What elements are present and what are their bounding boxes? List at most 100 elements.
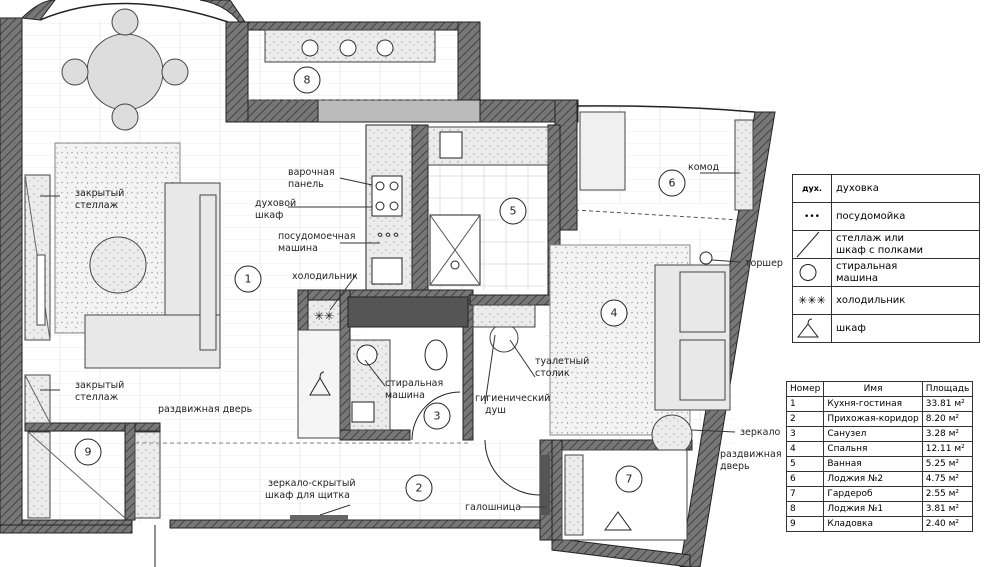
cell-number: 5 xyxy=(785,456,825,472)
cell-number: 8 xyxy=(785,501,825,517)
shower-drain-icon xyxy=(450,260,460,270)
washer-icon xyxy=(356,344,378,366)
cell-number: 7 xyxy=(785,486,825,502)
bay-top-arc xyxy=(39,2,229,23)
tv-unit xyxy=(36,254,46,326)
cell-name: Спальня xyxy=(823,441,923,457)
legend-text: холодильник xyxy=(831,286,980,315)
cell-name: Кладовка xyxy=(823,516,923,532)
label-sliding-door: раздвижная дверь xyxy=(158,404,253,415)
room-number-2 xyxy=(405,474,433,502)
legend-row: шкаф xyxy=(792,314,980,343)
wall-segment xyxy=(411,124,429,296)
hob-icon xyxy=(371,175,403,217)
loggia2-shelf xyxy=(734,119,754,211)
door-swing xyxy=(484,439,541,496)
cell-number: 9 xyxy=(785,516,825,532)
legend-row: дух. духовка xyxy=(792,174,980,203)
room-num-4: 4 xyxy=(611,307,618,320)
cell-name: Лоджия №1 xyxy=(823,501,923,517)
leader-lines xyxy=(40,172,741,516)
room-number-3 xyxy=(423,402,451,430)
label-mirror: зеркало xyxy=(740,427,781,438)
legend-text: духовка xyxy=(831,174,980,203)
wall-segment xyxy=(225,21,249,123)
wall-segment xyxy=(317,99,481,123)
wall-segment xyxy=(479,99,579,123)
loggia2-outer xyxy=(576,105,756,113)
room-num-1: 1 xyxy=(245,273,252,286)
oven-symbol: дух. xyxy=(792,174,832,203)
wall-segment xyxy=(169,519,551,529)
bay-wall-left xyxy=(20,0,56,21)
label-fridge: холодильник xyxy=(292,271,358,282)
dishwasher-icon xyxy=(377,232,399,237)
snowflake-icon: ✳✳✳ xyxy=(792,286,832,315)
hall-wardrobe xyxy=(297,329,341,439)
kitchen-sink-icon xyxy=(371,257,403,285)
legend-row: ••• посудомойка xyxy=(792,202,980,231)
kitchen-counter-dark xyxy=(347,296,469,328)
wall-segment xyxy=(469,294,551,306)
cell-area: 4.75 м² xyxy=(921,471,974,487)
room-number-7 xyxy=(615,465,643,493)
legend-row: ✳✳✳ холодильник xyxy=(792,286,980,315)
room-num-6: 6 xyxy=(669,177,676,190)
outer-wall xyxy=(0,17,23,526)
mirror-cabinet xyxy=(290,515,348,520)
hanger-icon xyxy=(309,371,331,396)
legend-text: шкаф xyxy=(831,314,980,343)
cell-name: Прихожая-коридор xyxy=(823,411,923,427)
wall-segment xyxy=(24,422,161,432)
fridge-box xyxy=(307,299,341,331)
cell-name: Ванная xyxy=(823,456,923,472)
wall-segment xyxy=(0,524,133,534)
shoe-rack xyxy=(540,455,550,515)
bath-sink-icon xyxy=(439,131,463,159)
cell-number: 6 xyxy=(785,471,825,487)
sofa xyxy=(84,182,221,369)
cell-name: Гардероб xyxy=(823,486,923,502)
cell-area: 2.55 м² xyxy=(921,486,974,502)
dining-table xyxy=(61,8,189,131)
legend-text: посудомойка xyxy=(831,202,980,231)
room-num-7: 7 xyxy=(626,473,633,486)
wall-segment xyxy=(551,537,691,567)
bar-stools xyxy=(301,39,394,57)
table-header-row: Номер Имя Площадь xyxy=(785,381,974,397)
wall-segment xyxy=(339,429,411,441)
cell-area: 5.25 м² xyxy=(921,456,974,472)
room-number-4 xyxy=(600,299,628,327)
room-num-3: 3 xyxy=(434,410,441,423)
vanity-table xyxy=(472,304,536,328)
drops-icon: ••• xyxy=(792,202,832,231)
col-header-name: Имя xyxy=(823,381,923,397)
hanger-icon xyxy=(604,511,632,531)
cell-name: Кухня-гостиная xyxy=(823,396,923,412)
cell-name: Лоджия №2 xyxy=(823,471,923,487)
cell-area: 12.11 м² xyxy=(921,441,974,457)
room-number-5 xyxy=(499,197,527,225)
cell-area: 3.81 м² xyxy=(921,501,974,517)
wall-segment xyxy=(247,21,459,31)
room-number-1 xyxy=(234,265,262,293)
round-rug xyxy=(651,414,693,456)
toilet-icon xyxy=(424,339,448,371)
wall-segment xyxy=(551,439,563,541)
